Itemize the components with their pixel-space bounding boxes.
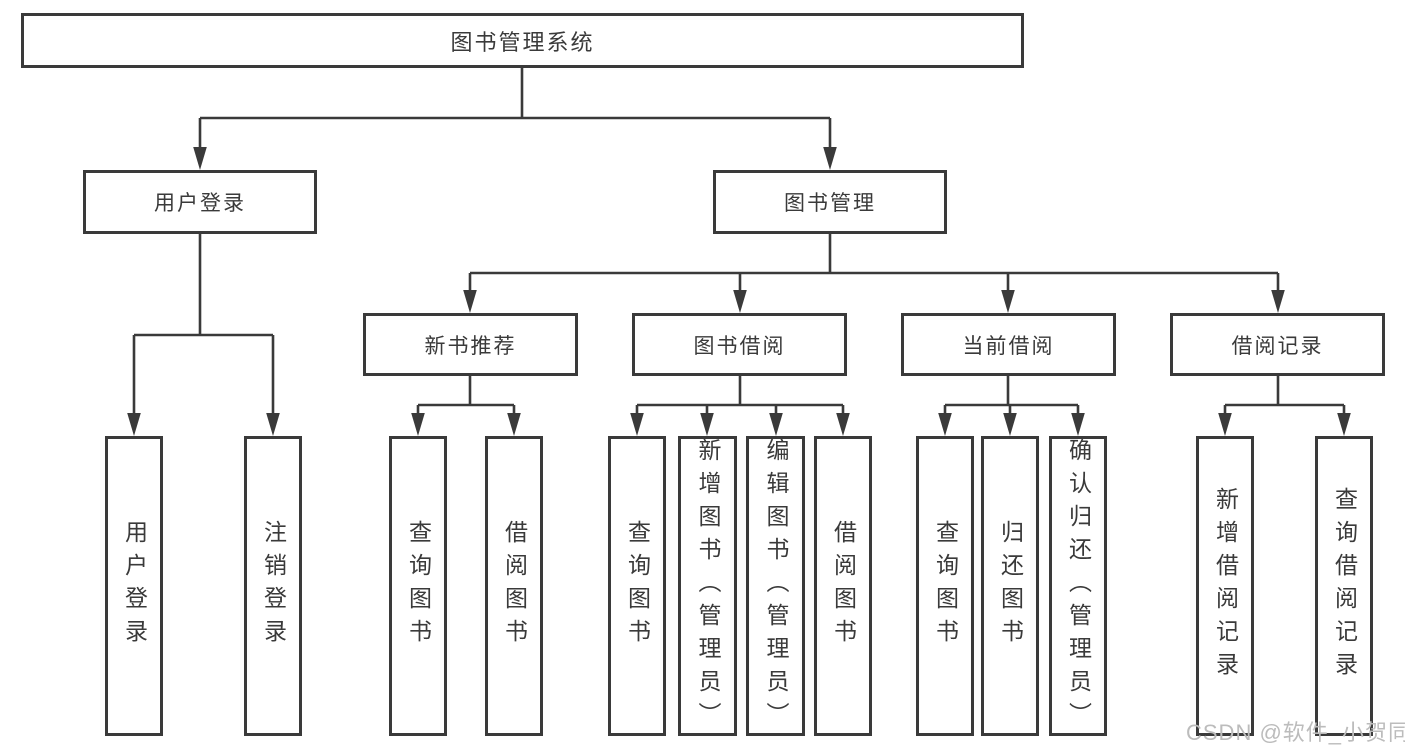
node-leaf-edit-book-admin: 编辑图书（管理员） bbox=[746, 436, 805, 736]
node-book-borrowing: 图书借阅 bbox=[632, 313, 847, 376]
connector-book-borrow-children bbox=[630, 376, 850, 436]
node-label: 查询图书 bbox=[932, 520, 959, 652]
node-label: 图书管理系统 bbox=[450, 29, 595, 55]
node-label: 借阅记录 bbox=[1231, 334, 1324, 358]
node-leaf-query-borrow-record: 查询借阅记录 bbox=[1315, 436, 1373, 736]
node-leaf-query-book-3: 查询图书 bbox=[916, 436, 974, 736]
node-leaf-query-book-2: 查询图书 bbox=[608, 436, 666, 736]
node-label: 归还图书 bbox=[997, 520, 1024, 652]
node-label: 借阅图书 bbox=[830, 520, 857, 652]
node-label: 确认归还（管理员） bbox=[1065, 437, 1092, 735]
node-borrowing-records: 借阅记录 bbox=[1170, 313, 1385, 376]
node-leaf-query-book-1: 查询图书 bbox=[389, 436, 447, 736]
node-label: 图书借阅 bbox=[693, 334, 786, 358]
node-leaf-add-book-admin: 新增图书（管理员） bbox=[678, 436, 737, 736]
node-leaf-return-book: 归还图书 bbox=[981, 436, 1039, 736]
node-label: 新增借阅记录 bbox=[1212, 487, 1239, 685]
node-label: 注销登录 bbox=[260, 520, 287, 652]
node-label: 查询图书 bbox=[405, 520, 432, 652]
connector-borrow-records-children bbox=[1218, 376, 1351, 436]
connector-book-mgmt-children bbox=[463, 234, 1285, 313]
connector-new-book-children bbox=[411, 376, 521, 436]
node-leaf-confirm-return-admin: 确认归还（管理员） bbox=[1049, 436, 1107, 736]
node-label: 借阅图书 bbox=[501, 520, 528, 652]
csdn-watermark: CSDN @软件_小贺同学 bbox=[1186, 720, 1405, 745]
node-leaf-logout: 注销登录 bbox=[244, 436, 302, 736]
connector-user-login-children bbox=[127, 234, 280, 436]
node-label: 用户登录 bbox=[154, 192, 246, 215]
node-leaf-borrow-book-2: 借阅图书 bbox=[814, 436, 872, 736]
node-library-system: 图书管理系统 bbox=[21, 13, 1024, 68]
node-label: 当前借阅 bbox=[962, 334, 1055, 358]
node-label: 图书管理 bbox=[784, 192, 876, 215]
node-label: 查询图书 bbox=[624, 520, 651, 652]
node-user-login-branch: 用户登录 bbox=[83, 170, 317, 234]
node-label: 用户登录 bbox=[121, 520, 148, 652]
node-leaf-borrow-book-1: 借阅图书 bbox=[485, 436, 543, 736]
node-leaf-add-borrow-record: 新增借阅记录 bbox=[1196, 436, 1254, 736]
node-current-borrowing: 当前借阅 bbox=[901, 313, 1116, 376]
node-label: 编辑图书（管理员） bbox=[763, 437, 789, 735]
node-label: 新书推荐 bbox=[424, 334, 517, 358]
connector-root-to-level2 bbox=[193, 68, 837, 170]
node-book-management-branch: 图书管理 bbox=[713, 170, 947, 234]
node-new-book-recommend: 新书推荐 bbox=[363, 313, 578, 376]
node-label: 查询借阅记录 bbox=[1331, 487, 1358, 685]
connector-current-borrow-children bbox=[938, 376, 1085, 436]
node-label: 新增图书（管理员） bbox=[695, 437, 721, 735]
node-leaf-user-login: 用户登录 bbox=[105, 436, 163, 736]
